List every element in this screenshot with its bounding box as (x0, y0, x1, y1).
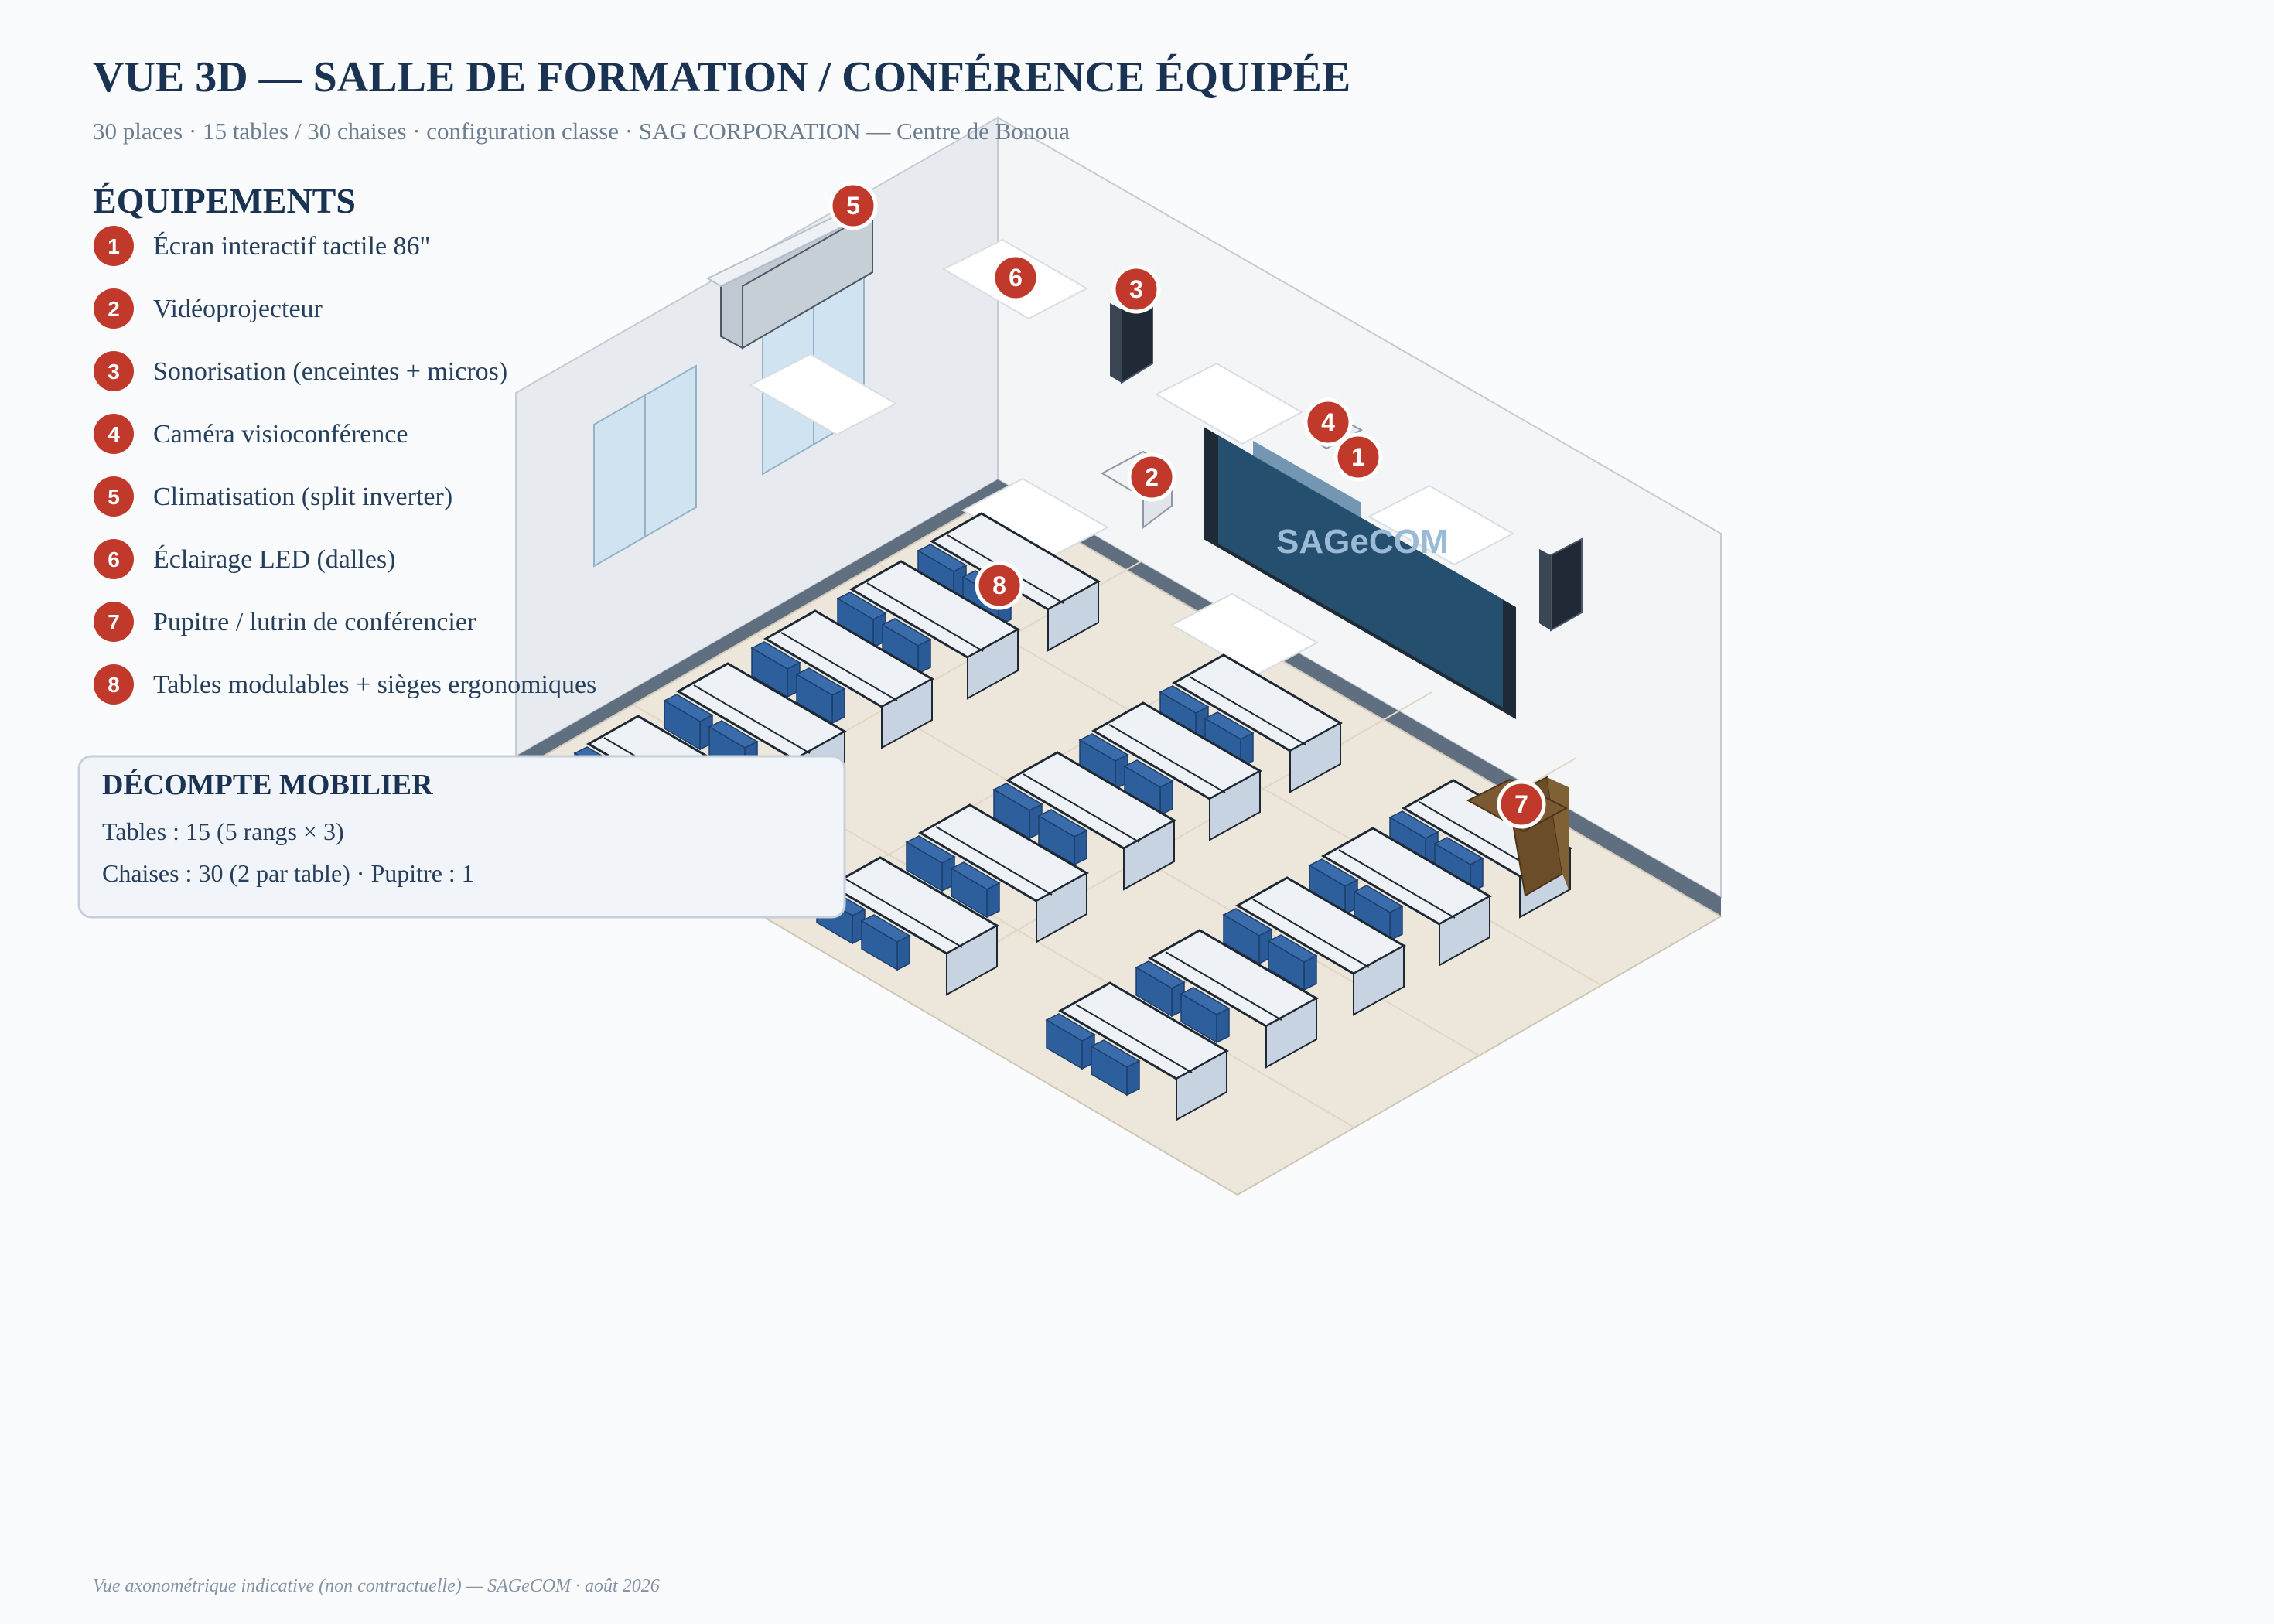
callout-number: 8 (992, 571, 1006, 599)
legend-number: 7 (108, 610, 120, 634)
legend-number-badge (94, 664, 134, 705)
table-with-chairs (992, 751, 1177, 891)
callouts: 5 6 3 41 2 8 7 (828, 181, 1546, 829)
legend-number-badge (94, 414, 134, 454)
led-panel (748, 353, 898, 436)
callout-number: 4 (1321, 408, 1335, 436)
air-conditioner (705, 203, 875, 350)
screen-display (1218, 435, 1503, 708)
legend-item: 1 Écran interactif tactile 86" (94, 226, 430, 266)
legend-item: 2 Vidéoprojecteur (94, 288, 323, 329)
legend-number: 1 (108, 234, 120, 258)
legend-label: Écran interactif tactile 86" (153, 232, 430, 261)
table-with-chairs (1078, 701, 1263, 841)
footer-note: Vue axonométrique indicative (non contra… (93, 1576, 660, 1596)
callout-badge: 2 (1127, 452, 1176, 502)
legend-label: Pupitre / lutrin de conférencier (153, 608, 476, 636)
callout-number: 1 (1351, 443, 1365, 471)
page-subtitle: 30 places · 15 tables / 30 chaises · con… (93, 118, 1070, 145)
legend-label: Climatisation (split inverter) (153, 483, 452, 511)
led-panel (1367, 484, 1515, 566)
legend-item: 8 Tables modulables + sièges ergonomiques (94, 664, 596, 705)
table-with-chairs (1308, 827, 1493, 967)
legend-label: Sonorisation (enceintes + micros) (153, 357, 507, 386)
legend-number-badge (94, 539, 134, 579)
callout-badge: 1 (1333, 432, 1383, 482)
callout-number: 5 (846, 192, 860, 220)
legend-item: 7 Pupitre / lutrin de conférencier (94, 602, 476, 642)
legend-label: Caméra visioconférence (153, 420, 408, 449)
table-with-chairs (815, 856, 1000, 996)
callout-badge: 5 (828, 181, 878, 230)
card-box (77, 755, 846, 919)
legend-title: ÉQUIPEMENTS (93, 181, 356, 220)
card-chairs-count: Chaises : 30 (2 par table) · Pupitre : 1 (102, 859, 474, 887)
legend-number: 6 (108, 548, 120, 571)
equipment-legend: 1 Écran interactif tactile 86" 2 Vidéoproje… (94, 226, 596, 705)
table-with-chairs (1135, 929, 1320, 1069)
legend-label: Tables modulables + sièges ergonomiques (153, 670, 596, 699)
legend-number: 8 (108, 673, 120, 697)
legend-number-badge (94, 476, 134, 517)
led-panels (748, 238, 1515, 676)
furniture-count-card: DÉCOMPTE MOBILIER Tables : 15 (5 rangs ×… (77, 755, 846, 919)
legend-number-badge (94, 602, 134, 642)
legend-item: 3 Sonorisation (enceintes + micros) (94, 351, 507, 391)
speakers (1110, 291, 1583, 632)
table-with-chairs (905, 803, 1090, 943)
legend-number: 4 (108, 422, 120, 446)
legend-number-badge (94, 226, 134, 266)
legend-label: Éclairage LED (dalles) (153, 545, 395, 574)
page-title: VUE 3D — SALLE DE FORMATION / CONFÉRENCE… (93, 53, 1350, 101)
legend-number: 3 (108, 360, 120, 384)
led-panel (1154, 362, 1304, 445)
legend-number-badge (94, 288, 134, 329)
legend-label: Vidéoprojecteur (153, 295, 323, 323)
callout-badge: 7 (1497, 780, 1546, 829)
callout-number: 6 (1009, 264, 1023, 292)
table-with-chairs (750, 609, 935, 749)
table-with-chairs (1045, 981, 1230, 1121)
callout-badge: 3 (1111, 264, 1161, 314)
callout-badge: 8 (975, 561, 1024, 610)
table-with-chairs (1222, 876, 1407, 1016)
legend-item: 5 Climatisation (split inverter) (94, 476, 452, 517)
legend-item: 6 Éclairage LED (dalles) (94, 539, 395, 579)
legend-number: 5 (108, 485, 120, 509)
left-baseboard (516, 479, 998, 772)
callout-number: 3 (1129, 275, 1143, 303)
interactive-screen: SAGeCOM (1204, 427, 1516, 719)
card-title: DÉCOMPTE MOBILIER (102, 769, 433, 801)
callout-number: 7 (1514, 790, 1528, 818)
screen-brand: SAGeCOM (1276, 523, 1448, 561)
legend-number-badge (94, 351, 134, 391)
callout-badge: 6 (991, 253, 1040, 302)
callout-badge: 4 (1303, 397, 1353, 447)
legend-number: 2 (108, 297, 120, 321)
card-tables-count: Tables : 15 (5 rangs × 3) (102, 817, 344, 845)
callout-number: 2 (1145, 463, 1159, 491)
legend-item: 4 Caméra visioconférence (94, 414, 408, 454)
